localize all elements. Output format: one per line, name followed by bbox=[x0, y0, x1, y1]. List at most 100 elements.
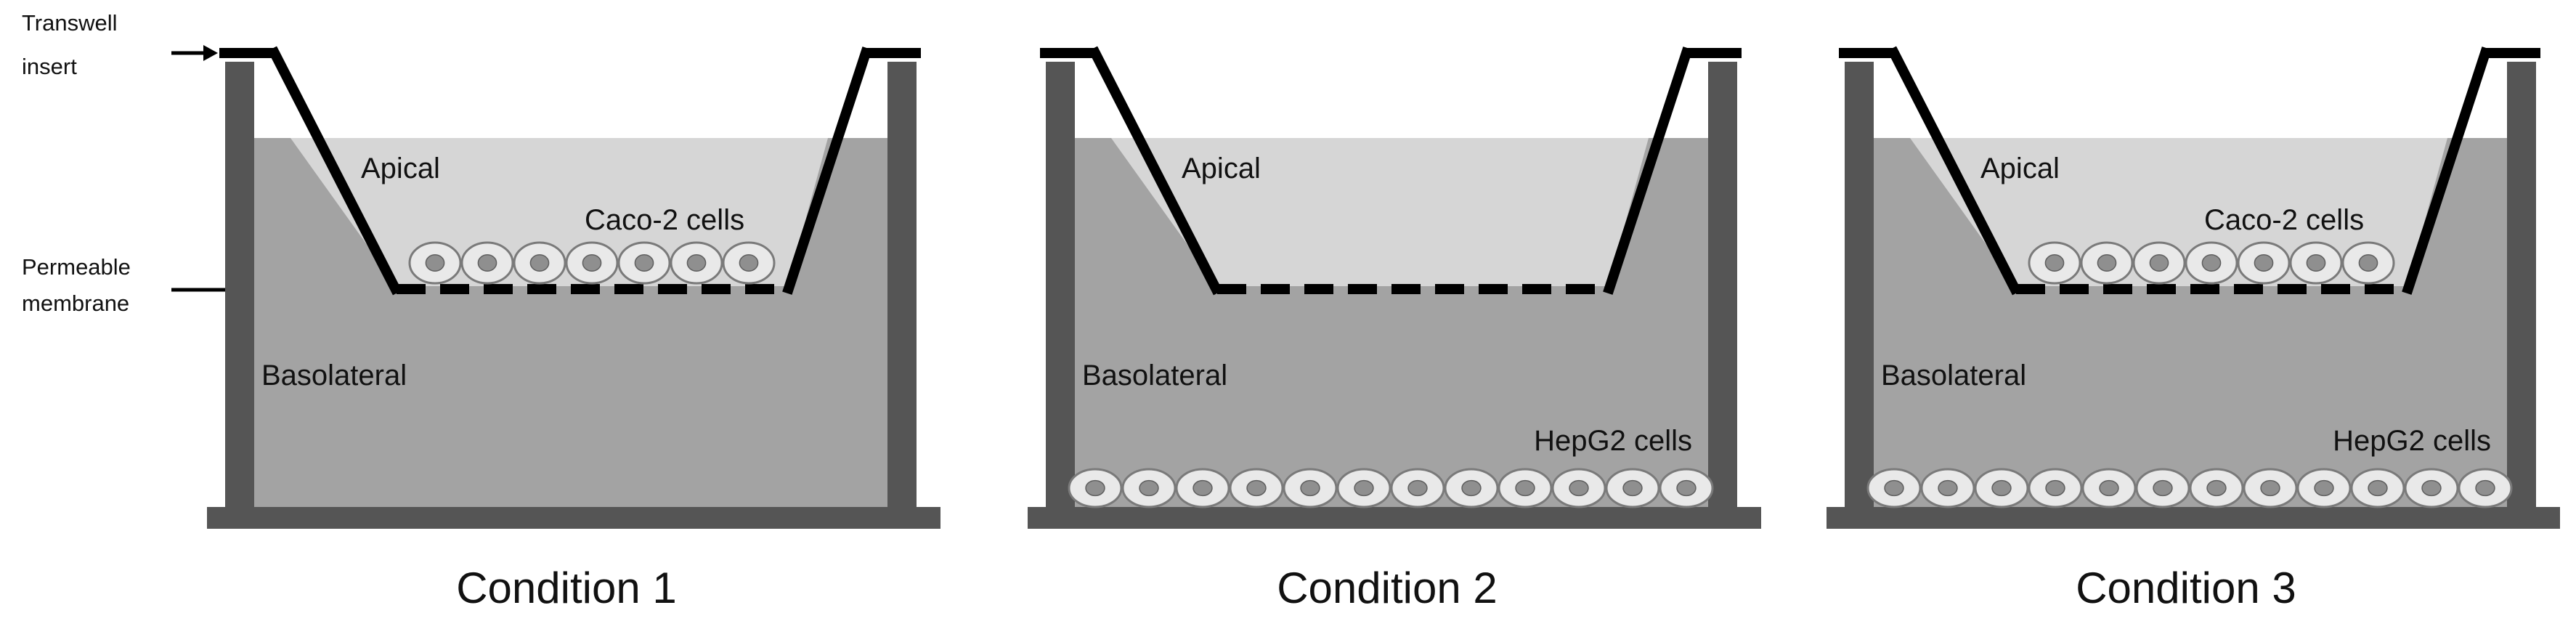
well-wall-left bbox=[1046, 62, 1075, 512]
well-base bbox=[207, 507, 940, 529]
cell-11 bbox=[2404, 468, 2459, 508]
well-wall-left bbox=[225, 62, 254, 512]
caco2-cells-label: Caco-2 cells bbox=[585, 204, 744, 236]
well-base bbox=[1028, 507, 1761, 529]
condition-title: Condition 3 bbox=[2076, 564, 2296, 612]
cell-nucleus bbox=[582, 254, 602, 272]
cell-12 bbox=[2458, 468, 2513, 508]
cell-10 bbox=[2350, 468, 2405, 508]
cell-nucleus bbox=[2206, 479, 2227, 497]
cell-nucleus bbox=[2368, 479, 2388, 497]
hepg2-layer bbox=[1068, 468, 1714, 508]
well-wall-right bbox=[1708, 62, 1737, 512]
hepg2-cells-label: HepG2 cells bbox=[2333, 425, 2491, 457]
cell-nucleus bbox=[2314, 479, 2334, 497]
cell-12 bbox=[1659, 468, 1714, 508]
cell-2 bbox=[1920, 468, 1975, 508]
cell-5 bbox=[617, 241, 671, 285]
cell-7 bbox=[722, 241, 776, 285]
cell-nucleus bbox=[2153, 479, 2173, 497]
insert-wall-right bbox=[1603, 46, 1693, 295]
cell-nucleus bbox=[2358, 254, 2378, 272]
cell-4 bbox=[2028, 468, 2083, 508]
well-wall-right bbox=[887, 62, 917, 512]
cell-2 bbox=[2080, 241, 2134, 285]
cell-nucleus bbox=[2045, 479, 2065, 497]
cell-nucleus bbox=[1569, 479, 1589, 497]
cell-nucleus bbox=[1300, 479, 1320, 497]
cell-6 bbox=[2289, 241, 2343, 285]
cell-7 bbox=[2341, 241, 2395, 285]
cell-nucleus bbox=[1515, 479, 1535, 497]
cell-nucleus bbox=[634, 254, 654, 272]
cell-2 bbox=[460, 241, 514, 285]
cell-9 bbox=[1498, 468, 1553, 508]
cell-6 bbox=[670, 241, 723, 285]
cell-nucleus bbox=[686, 254, 707, 272]
cell-nucleus bbox=[2149, 254, 2169, 272]
cell-nucleus bbox=[2044, 254, 2065, 272]
cell-7 bbox=[1390, 468, 1445, 508]
basolateral-label: Basolateral bbox=[1082, 360, 1227, 391]
cell-3 bbox=[513, 241, 566, 285]
cell-10 bbox=[1551, 468, 1606, 508]
cell-8 bbox=[1444, 468, 1499, 508]
apical-label: Apical bbox=[1980, 153, 2060, 184]
permeable-membrane-label-line2: membrane bbox=[22, 291, 129, 316]
cell-5 bbox=[2237, 241, 2291, 285]
transwell-insert-arrowhead bbox=[203, 45, 218, 61]
cell-9 bbox=[2296, 468, 2352, 508]
cell-1 bbox=[2028, 241, 2081, 285]
cell-nucleus bbox=[2421, 479, 2442, 497]
apical-label: Apical bbox=[1182, 153, 1261, 184]
cell-nucleus bbox=[1085, 479, 1105, 497]
cell-nucleus bbox=[2099, 479, 2119, 497]
cell-5 bbox=[1283, 468, 1338, 508]
insert-wall-right bbox=[2402, 46, 2492, 295]
hepg2-layer bbox=[1866, 468, 2513, 508]
permeable-membrane-label-line1: Permeable bbox=[22, 254, 131, 280]
cell-4 bbox=[1229, 468, 1284, 508]
cell-nucleus bbox=[2097, 254, 2117, 272]
cell-7 bbox=[2189, 468, 2244, 508]
cell-3 bbox=[2132, 241, 2186, 285]
cell-4 bbox=[565, 241, 619, 285]
cell-nucleus bbox=[529, 254, 550, 272]
condition-title: Condition 2 bbox=[1277, 564, 1498, 612]
cell-nucleus bbox=[1622, 479, 1643, 497]
cell-3 bbox=[1175, 468, 1230, 508]
cell-nucleus bbox=[1991, 479, 2012, 497]
caco2-monolayer bbox=[2028, 241, 2395, 285]
caco2-cells-label: Caco-2 cells bbox=[2204, 204, 2364, 236]
cell-nucleus bbox=[2201, 254, 2222, 272]
cell-1 bbox=[1866, 468, 1922, 508]
permeable-membrane-annotation: Permeable membrane bbox=[22, 254, 385, 316]
cell-1 bbox=[408, 241, 462, 285]
transwell-insert-annotation: Transwell insert bbox=[22, 10, 218, 79]
cell-5 bbox=[2081, 468, 2137, 508]
cell-nucleus bbox=[1246, 479, 1267, 497]
basolateral-label: Basolateral bbox=[261, 360, 407, 391]
cell-2 bbox=[1121, 468, 1177, 508]
cell-11 bbox=[1605, 468, 1660, 508]
transwell-insert-label-line1: Transwell bbox=[22, 10, 118, 36]
well-wall-left bbox=[1845, 62, 1874, 512]
cell-nucleus bbox=[1461, 479, 1482, 497]
well-base bbox=[1827, 507, 2560, 529]
cell-nucleus bbox=[1354, 479, 1374, 497]
transwell-insert-label-line2: insert bbox=[22, 54, 77, 79]
cell-nucleus bbox=[739, 254, 759, 272]
cell-4 bbox=[2185, 241, 2238, 285]
cell-nucleus bbox=[1676, 479, 1697, 497]
insert-wall-left bbox=[1887, 46, 2022, 296]
cell-nucleus bbox=[1192, 479, 1213, 497]
condition-title: Condition 1 bbox=[456, 564, 677, 612]
basolateral-label: Basolateral bbox=[1881, 360, 2026, 391]
cell-nucleus bbox=[2254, 254, 2274, 272]
cell-nucleus bbox=[477, 254, 497, 272]
